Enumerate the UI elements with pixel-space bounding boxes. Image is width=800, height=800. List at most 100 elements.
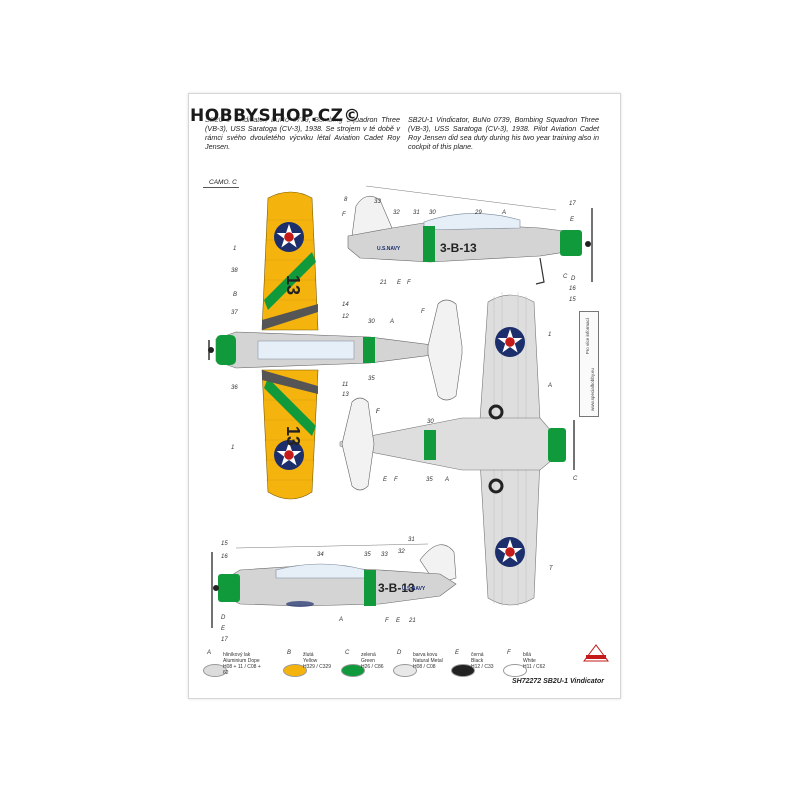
fuselage-text-lower: U.S.NAVY [402,586,426,592]
callout: 36 [231,385,238,391]
callout: 1 [231,445,234,451]
callout: 11 [342,382,348,388]
color-swatch [203,664,227,677]
legend-letter: A [207,650,212,656]
legend-line: barva kovu [413,652,438,658]
brand-info-box: Pro více informací www.specialhobby.eu [579,311,599,417]
callout: 1 [233,246,236,252]
special-hobby-logo [583,644,609,662]
bottom-view [339,292,575,606]
product-label: SH72272 SB2U-1 Vindicator [512,678,604,685]
legend-line: Green [361,658,375,664]
callout: 17 [569,201,576,207]
callout: A [389,319,394,325]
wing-number-bottom: 13 [283,426,303,446]
callout: E [570,217,575,223]
callout: 21 [379,280,387,286]
callout: T [549,566,554,572]
legend-letter: D [397,650,402,656]
callout: 8 [344,197,348,203]
callout: 38 [231,268,238,274]
legend-line: bílá [523,652,532,658]
callout: A [501,210,506,216]
callout: 37 [231,310,238,316]
callout: E [221,626,226,632]
callout: 32 [398,549,405,555]
callout: 16 [569,286,576,292]
callout: 13 [342,392,349,398]
callout: 35 [364,552,371,558]
fuselage-code-upper: 3-B-13 [440,241,477,255]
callout: 17 [221,637,228,643]
callout: 34 [317,552,324,558]
legend-line: Natural Metal [413,658,443,664]
callout: 15 [569,297,576,303]
callout: 21 [408,618,416,624]
fuselage-code-lower: 3-B-13 [378,581,415,595]
callout: A [547,383,552,389]
callout: D [571,276,576,282]
color-swatch [503,664,527,677]
legend-line: H08 / C08 [413,664,436,670]
callout: F [376,409,380,415]
callout: F [421,309,425,315]
legend-line: H08 + 11 / C08 + 62 [223,664,261,676]
callout: 1 [548,332,551,338]
legend-line: hliníkový lak [223,652,251,658]
legend-letter: F [507,650,511,656]
callout: 35 [368,376,375,382]
callout: F [342,212,346,218]
callout: C [563,274,568,280]
callout: 35 [426,477,433,483]
callout: E [396,618,401,624]
callout: 31 [413,210,420,216]
legend-line: žlutá [303,652,314,658]
legend-letter: B [287,650,292,656]
legend-line: Yellow [303,658,318,664]
legend-line: zelená [361,652,376,658]
legend-line: H329 / C329 [303,664,332,670]
color-swatch [393,664,417,677]
callout: E [397,280,402,286]
callout: D [221,615,226,621]
callout: 33 [374,199,381,205]
callout: 15 [221,541,228,547]
color-swatch [341,664,365,677]
legend-line: H26 / C86 [361,664,384,670]
legend-line: H12 / C33 [471,664,494,670]
callout: 14 [342,302,349,308]
side-view-left: 3-B-13 U.S.NAVY [211,543,457,628]
legend-letter: E [455,650,460,656]
callout: A [338,617,343,623]
callout: E [383,477,388,483]
callout: 33 [381,552,388,558]
callout: F [394,477,398,483]
callout: F [376,409,380,415]
camo-underline [203,187,239,188]
top-view: 13 13 [208,191,463,500]
callout: F [407,280,411,286]
callout: 16 [221,554,228,560]
callout-labels: 1 38 B 37 14 12 30 A F 36 11 13 35 1 30 … [221,197,578,643]
watermark: HOBBYSHOP.CZ© [190,106,361,126]
description-english: SB2U-1 Vindicator, BuNo 0739, Bombing Sq… [408,115,599,151]
callout: C [573,476,578,482]
callout: 32 [393,210,400,216]
callout: 30 [368,319,375,325]
brand-info-line: www.specialhobby.eu [590,368,595,411]
color-swatch [283,664,307,677]
brand-info-line: Pro více informací [585,318,590,355]
camo-label: CAMO. C [209,179,237,186]
side-view-right: U.S.NAVY 3-B-13 [347,185,593,285]
callout: B [233,292,237,298]
callout: 29 [474,210,482,216]
legend-line: H11 / C62 [523,664,546,670]
legend-line: Aluminium Dope [223,658,260,664]
legend-line: Black [471,658,484,664]
callout: 12 [342,314,349,320]
description-czech: SB2U-1 Vindicator, BuNo 0739, Bombing Sq… [205,115,400,151]
color-swatch [451,664,475,677]
wing-number-top: 13 [283,275,303,295]
fuselage-text-upper: U.S.NAVY [377,246,401,252]
